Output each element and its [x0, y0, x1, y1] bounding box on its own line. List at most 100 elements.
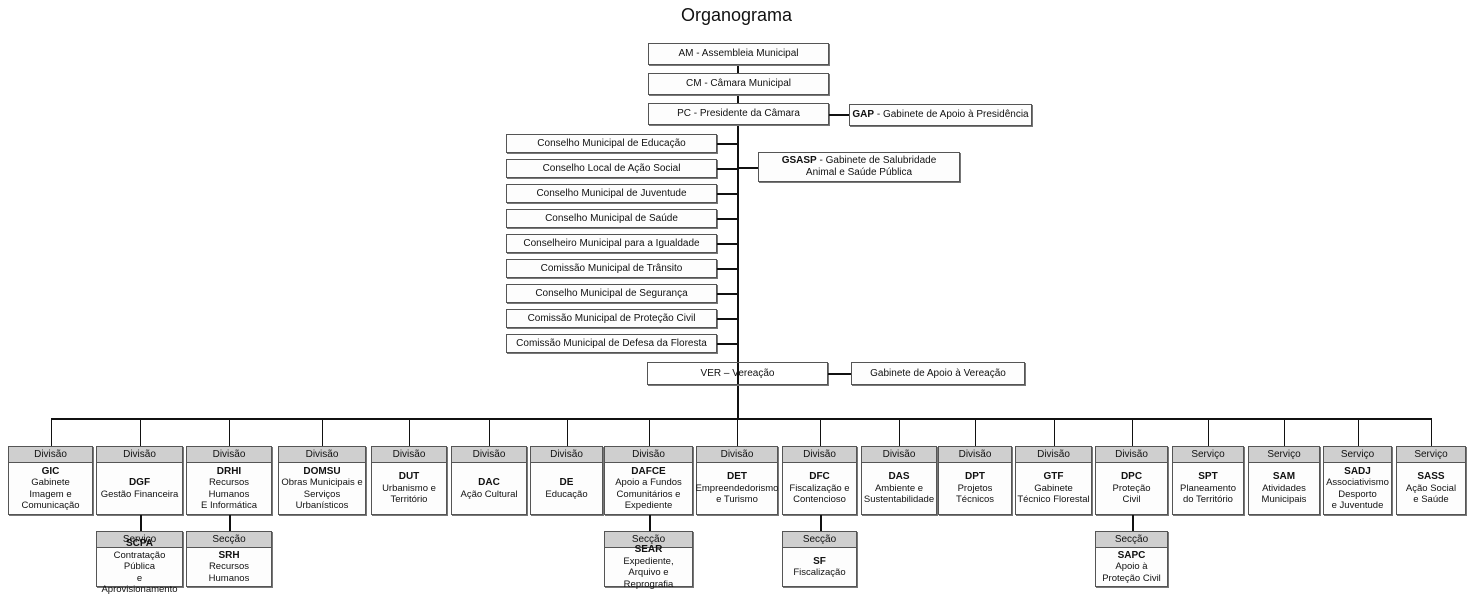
unit-code: DPC [1120, 471, 1143, 483]
unit-type-header: Serviço [1249, 447, 1319, 463]
council-box: Comissão Municipal de Trânsito [506, 259, 717, 278]
gsasp-code: GSASP [781, 155, 817, 166]
council-box: Comissão Municipal de Proteção Civil [506, 309, 717, 328]
box-cm-label: CM - Câmara Municipal [685, 78, 792, 89]
connector-unit [820, 419, 821, 446]
connector-gav [828, 373, 851, 375]
box-pc-label: PC - Presidente da Câmara [677, 108, 800, 119]
unit-type-header: Serviço [97, 532, 182, 548]
unit-name: Recursos Humanos E Informática [201, 477, 257, 511]
unit-type-header: Secção [1096, 532, 1167, 548]
connector-bus [51, 418, 1432, 420]
unit-type-header: Divisão [783, 447, 856, 463]
connector-spine [737, 65, 739, 419]
unit-name: Ação Social e Saúde [1405, 482, 1457, 506]
unit-name: Projetos Técnicos [955, 482, 994, 506]
unit-code: DET [727, 471, 747, 483]
connector-unit [229, 419, 230, 446]
connector-council [717, 168, 738, 170]
unit-code: DRHI [216, 465, 242, 477]
connector-unit [567, 419, 568, 446]
box-gav: Gabinete de Apoio à Vereação [851, 362, 1025, 385]
box-gsasp: GSASP - Gabinete de Salubridade Animal e… [758, 152, 960, 182]
connector-unit [1054, 419, 1055, 446]
unit-code: DFC [809, 471, 830, 483]
unit-name: Apoio à Proteção Civil [1102, 561, 1161, 584]
unit-name: Urbanismo e Território [382, 482, 436, 506]
connector-gap [829, 114, 849, 116]
connector-unit [1358, 419, 1359, 446]
council-label: Conselheiro Municipal para a Igualdade [523, 237, 700, 249]
council-label: Conselho Municipal de Saúde [545, 212, 678, 224]
council-box: Conselho Municipal de Juventude [506, 184, 717, 203]
connector-council [717, 218, 738, 220]
unit-type-header: Secção [605, 532, 692, 548]
council-label: Conselho Municipal de Educação [537, 137, 686, 149]
unit-name: Expediente, Arquivo e Reprografia [623, 555, 674, 590]
unit-code: SF [813, 555, 826, 567]
unit-code: DAFCE [631, 465, 666, 477]
unit-type-header: Serviço [1324, 447, 1391, 463]
council-label: Conselho Municipal de Segurança [535, 287, 688, 299]
unit-type-header: Divisão [9, 447, 92, 463]
unit-type-header: Divisão [605, 447, 692, 463]
unit-code: GTF [1043, 471, 1064, 483]
gsasp-label-line1: - Gabinete de Salubridade [816, 155, 937, 166]
gap-code: GAP [852, 109, 875, 120]
connector-unit [51, 419, 52, 446]
unit-code: SAM [1272, 471, 1296, 483]
unit-name: Fiscalização e Contencioso [789, 482, 850, 506]
council-box: Conselho Local de Ação Social [506, 159, 717, 178]
box-gav-label: Gabinete de Apoio à Vereação [870, 367, 1006, 379]
unit-type-header: Serviço [1397, 447, 1465, 463]
connector-unit [1208, 419, 1209, 446]
unit-code: DOMSU [303, 465, 341, 477]
unit-name: Obras Municipais e Serviços Urbanísticos [281, 477, 363, 511]
council-box: Comissão Municipal de Defesa da Floresta [506, 334, 717, 353]
connector-unit [899, 419, 900, 446]
unit-type-header: Divisão [939, 447, 1011, 463]
connector-gsasp [739, 167, 758, 169]
connector-unit [649, 419, 650, 446]
unit-name: Ambiente e Sustentabilidade [863, 482, 935, 506]
unit-type-header: Serviço [1173, 447, 1243, 463]
unit-type-header: Divisão [697, 447, 777, 463]
unit-code: SASS [1417, 471, 1445, 483]
unit-type-header: Divisão [187, 447, 271, 463]
connector-unit [1284, 419, 1285, 446]
unit-type-header: Secção [783, 532, 856, 548]
connector-council [717, 293, 738, 295]
connector-unit [1431, 419, 1432, 446]
box-gap: GAP - Gabinete de Apoio à Presidência [849, 104, 1032, 126]
box-cm: CM - Câmara Municipal [648, 73, 829, 95]
unit-type-header: Divisão [1016, 447, 1091, 463]
connector-unit [322, 419, 323, 446]
connector-subunit [820, 515, 822, 531]
connector-unit [1132, 419, 1133, 446]
connector-council [717, 318, 738, 320]
unit-type-header: Divisão [862, 447, 936, 463]
connector-council [717, 143, 738, 145]
